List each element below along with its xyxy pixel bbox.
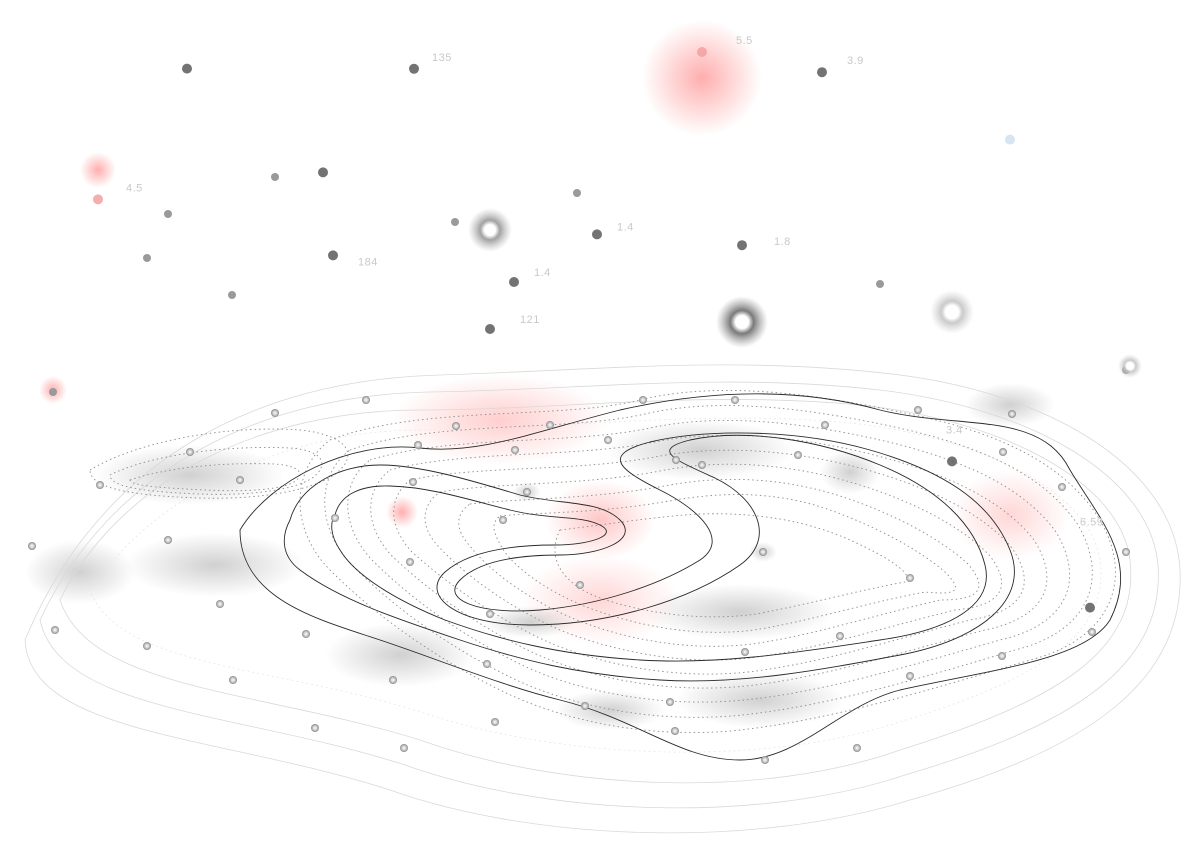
terrain-bead	[671, 727, 679, 735]
terrain-bead	[186, 448, 194, 456]
spike-head	[1005, 134, 1015, 145]
terrain-bead	[741, 648, 749, 656]
terrain-bead	[794, 451, 802, 459]
spike-head	[182, 63, 192, 74]
terrain-bead	[906, 574, 914, 582]
halo-ring	[1118, 354, 1142, 378]
pole-head	[143, 254, 151, 262]
terrain-bead	[836, 632, 844, 640]
pole-head	[271, 173, 279, 181]
halo-ring	[716, 296, 768, 348]
terrain-bead	[639, 396, 647, 404]
spike-head	[93, 194, 103, 205]
terrain-bead	[409, 478, 417, 486]
terrain-bead	[672, 456, 680, 464]
terrain-bead	[759, 548, 767, 556]
terrain-bead	[581, 702, 589, 710]
terrain-bead	[51, 626, 59, 634]
terrain-bead	[914, 406, 922, 414]
spike-labels: 135 5.5 3.9 1.4 4.5 184 121 1.8 3.4 1.4 6.59	[126, 35, 1103, 529]
halo-ring	[468, 208, 512, 252]
faint-contours	[24, 364, 1181, 834]
terrain-bead	[302, 630, 310, 638]
terrain-bead	[486, 610, 494, 618]
spike-head	[318, 167, 328, 178]
terrain-bead	[731, 396, 739, 404]
spike-head	[409, 63, 419, 74]
pole-head	[164, 210, 172, 218]
terrain-beads	[28, 396, 1130, 764]
terrain-bead	[906, 672, 914, 680]
terrain-shadows	[25, 383, 1055, 730]
terrain-bead	[414, 441, 422, 449]
terrain-bead	[999, 448, 1007, 456]
halos	[468, 208, 1142, 378]
terrain-bead	[853, 744, 861, 752]
terrain-bead	[546, 421, 554, 429]
terrain-bead	[311, 724, 319, 732]
terrain-bead	[698, 461, 706, 469]
pole-head	[451, 218, 459, 226]
terrain-bead	[511, 446, 519, 454]
spike-label: 121	[520, 314, 540, 326]
spike-label: 184	[358, 256, 378, 268]
spike-label: 5.5	[736, 35, 753, 47]
terrain-bead	[236, 476, 244, 484]
terrain-bead	[821, 421, 829, 429]
terrain-bead	[229, 676, 237, 684]
halo-ring	[930, 290, 974, 334]
terrain-bead	[483, 660, 491, 668]
spike-head	[328, 250, 338, 261]
spike-head	[1085, 602, 1095, 613]
spike-label: 6.59	[1080, 517, 1103, 529]
dotted-contours	[89, 390, 1116, 734]
spike-head	[817, 67, 827, 78]
terrain-bead	[216, 600, 224, 608]
terrain-bead	[362, 396, 370, 404]
spike-head	[947, 456, 957, 467]
spike-head	[697, 47, 707, 57]
terrain-bead	[576, 581, 584, 589]
terrain-bead	[389, 676, 397, 684]
spike-label: 135	[432, 52, 452, 64]
spike-head	[592, 229, 602, 240]
spike-label: 1.4	[534, 267, 551, 279]
terrain-bead	[452, 422, 460, 430]
terrain-bead	[761, 756, 769, 764]
terrain-bead	[499, 516, 507, 524]
spikes	[49, 47, 1130, 760]
terrain-bead	[1058, 483, 1066, 491]
spike-label: 3.4	[946, 424, 963, 436]
terrain-bead	[998, 652, 1006, 660]
terrain-bead	[143, 642, 151, 650]
pole-head	[876, 280, 884, 288]
terrain-bead	[28, 542, 36, 550]
spike-head	[485, 324, 495, 334]
terrain-bead	[666, 698, 674, 706]
spike-head	[509, 277, 519, 287]
spike-label: 1.8	[774, 236, 791, 248]
terrain-bead	[523, 488, 531, 496]
terrain-bead	[400, 744, 408, 752]
pole-head	[49, 388, 57, 396]
pole-head	[573, 189, 581, 197]
spike-label: 4.5	[126, 182, 143, 194]
terrain-bead	[1008, 410, 1016, 418]
terrain-bead	[491, 718, 499, 726]
terrain-bead	[604, 436, 612, 444]
spike-head	[737, 240, 747, 251]
spike-label: 3.9	[847, 55, 864, 67]
terrain-bead	[96, 481, 104, 489]
terrain-bead	[406, 558, 414, 566]
spike-label: 1.4	[617, 221, 634, 233]
pole-head	[228, 291, 236, 299]
